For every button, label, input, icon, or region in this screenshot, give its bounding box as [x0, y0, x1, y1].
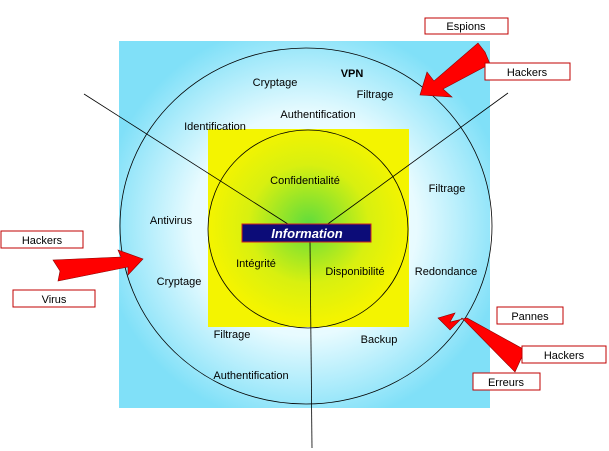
- property-confidentialite: Confidentialité: [270, 175, 340, 187]
- divider-line-right: [324, 92, 509, 227]
- threat-arrow-bottom-right-icon: [437, 312, 526, 373]
- threat-arrow-top-icon: [419, 42, 491, 98]
- measure-cryptage-left: Cryptage: [157, 276, 202, 288]
- threat-hackers-bottom-label: Hackers: [544, 350, 585, 362]
- threat-hackers-left: Hackers: [0, 230, 84, 249]
- measure-identification: Identification: [184, 121, 246, 133]
- property-integrite: Intégrité: [236, 258, 276, 270]
- outer-circle: [119, 47, 493, 405]
- threat-pannes-label: Pannes: [511, 311, 549, 323]
- measure-filtrage-top: Filtrage: [357, 89, 394, 101]
- information-label: Information: [271, 226, 343, 241]
- measure-authentification-top: Authentification: [280, 109, 355, 121]
- measure-antivirus: Antivirus: [150, 215, 193, 227]
- measure-authentification-bottom: Authentification: [213, 370, 288, 382]
- measure-backup: Backup: [361, 334, 398, 346]
- threat-arrow-left-icon: [52, 249, 144, 282]
- measure-vpn: VPN: [341, 68, 364, 80]
- information-box: [241, 223, 372, 243]
- divider-line-bottom: [309, 241, 313, 449]
- threat-hackers-bottom: Hackers: [521, 345, 607, 364]
- measure-filtrage-bottom: Filtrage: [214, 329, 251, 341]
- threat-espions-label: Espions: [446, 21, 486, 33]
- threat-hackers-top-label: Hackers: [507, 67, 548, 79]
- threat-espions: Espions: [424, 17, 509, 35]
- threat-virus-label: Virus: [42, 294, 67, 306]
- threat-hackers-left-label: Hackers: [22, 235, 63, 247]
- threat-hackers-top: Hackers: [484, 62, 571, 81]
- threat-erreurs: Erreurs: [472, 372, 541, 391]
- measure-cryptage-top: Cryptage: [253, 77, 298, 89]
- inner-circle: [207, 129, 409, 329]
- property-disponibilite: Disponibilité: [325, 266, 384, 278]
- threat-virus: Virus: [12, 289, 96, 308]
- threat-erreurs-label: Erreurs: [488, 377, 525, 389]
- measure-filtrage-right: Filtrage: [429, 183, 466, 195]
- divider-line-left: [83, 93, 292, 227]
- measure-redondance: Redondance: [415, 266, 477, 278]
- threat-pannes: Pannes: [496, 306, 564, 325]
